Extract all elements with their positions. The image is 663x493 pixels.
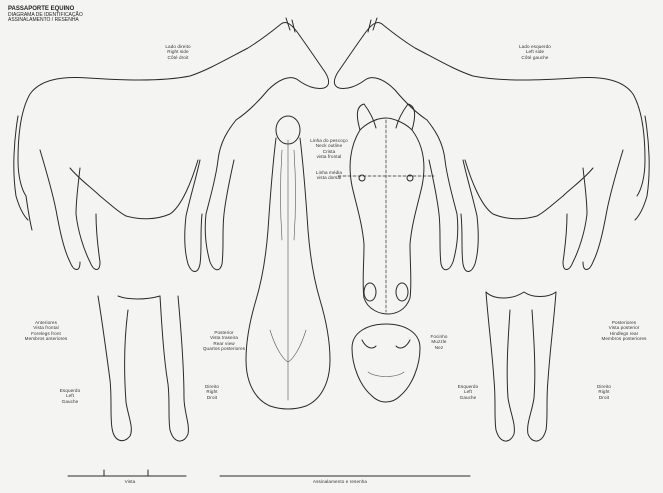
- label-left-side: Lado esquerdo Left side Côté gauche: [505, 44, 565, 60]
- label-right-leg-a: Esquerdo Left Gauche: [448, 384, 488, 400]
- horse-head-front-view: [338, 104, 434, 314]
- horse-side-left-facing: [334, 18, 649, 272]
- footer-label-left: Vista: [100, 479, 160, 484]
- label-left-leg-a: Esquerdo Left Gauche: [50, 388, 90, 404]
- forelegs-front-view: [98, 296, 188, 441]
- label-hindlegs: Posteriores Vista posterior Hindlegs rea…: [592, 320, 656, 342]
- label-right-leg-b: Direito Right Droit: [584, 384, 624, 400]
- label-midline: Linha média vista dorsal: [304, 170, 354, 181]
- signature-lines: [68, 470, 470, 476]
- label-neck-outline: Linha do pescoço Neck outline Crista vis…: [304, 138, 354, 160]
- footer-label-right: Assinalamento e resenha: [280, 479, 400, 484]
- horse-dorsal-view: [246, 116, 330, 409]
- horse-muzzle-view: [352, 324, 420, 402]
- hindlegs-rear-view: [486, 292, 556, 441]
- label-rear-view: Posterior Vista traseira Rear view Quart…: [196, 330, 252, 352]
- label-forelegs: Anteriores Vista frontal Forelegs front …: [16, 320, 76, 342]
- label-muzzle: Focinho Muzzle Nez: [424, 334, 454, 350]
- label-left-leg-b: Direito Right Droit: [192, 384, 232, 400]
- label-right-side: Lado direito Right side Côté droit: [148, 44, 208, 60]
